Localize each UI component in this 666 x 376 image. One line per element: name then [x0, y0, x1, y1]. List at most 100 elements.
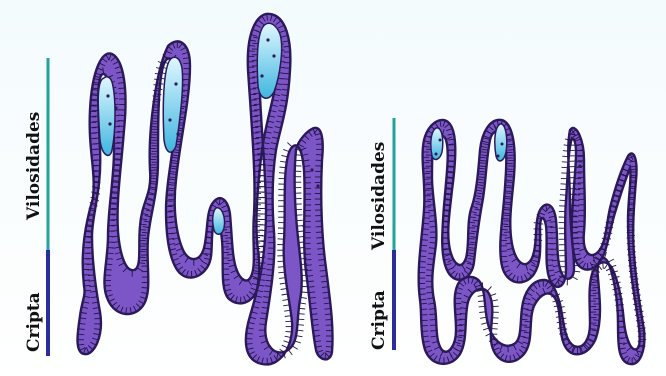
- cell-boundary: [84, 280, 90, 281]
- cell-boundary: [301, 258, 307, 259]
- cell-boundary: [505, 204, 511, 205]
- cell-boundary: [575, 184, 581, 185]
- cell-boundary: [153, 116, 159, 117]
- cell-boundary: [111, 198, 117, 199]
- cell-boundary: [480, 163, 486, 164]
- villi-label: Vilosidades: [24, 112, 44, 221]
- cell-boundary: [183, 85, 189, 86]
- cell-boundary: [115, 159, 121, 160]
- cell-boundary: [297, 220, 303, 221]
- cell-boundary: [573, 200, 579, 201]
- cell-boundary: [537, 224, 543, 225]
- villus-core-1: [98, 77, 115, 156]
- cell-boundary: [492, 329, 498, 330]
- cell-boundary: [619, 343, 625, 344]
- cell-boundary: [226, 243, 232, 244]
- cell-boundary: [423, 223, 429, 224]
- cell-boundary: [206, 232, 212, 233]
- cell-boundary: [638, 331, 644, 332]
- cell-boundary: [443, 210, 449, 211]
- cell-boundary: [151, 178, 157, 179]
- cell-boundary: [575, 178, 581, 179]
- cell-boundary: [252, 43, 258, 44]
- cell-boundary: [640, 328, 646, 329]
- cell-boundary: [298, 325, 304, 326]
- cell-boundary: [429, 221, 435, 222]
- cell-boundary: [478, 301, 484, 302]
- cell-boundary: [505, 198, 511, 199]
- cell-boundary: [169, 183, 175, 184]
- cell-boundary: [630, 257, 636, 258]
- cell-boundary: [420, 294, 426, 295]
- cell-boundary: [153, 90, 159, 91]
- cell-boundary: [480, 166, 486, 167]
- cell-boundary: [629, 203, 635, 204]
- cell-boundary: [259, 280, 265, 281]
- cell-boundary: [504, 208, 510, 209]
- cell-boundary: [249, 78, 255, 79]
- cell-boundary: [562, 156, 568, 157]
- cell-boundary: [446, 189, 452, 190]
- cell-boundary: [478, 174, 484, 175]
- cell-boundary: [317, 243, 323, 244]
- cell-boundary: [113, 182, 119, 183]
- cell-boundary: [426, 188, 432, 189]
- cell-boundary: [254, 216, 260, 217]
- cell-boundary: [267, 14, 268, 20]
- cell-boundary: [631, 263, 637, 264]
- cell-boundary: [93, 176, 99, 177]
- cell-boundary: [323, 298, 329, 299]
- cell-boundary: [630, 177, 636, 178]
- cell-boundary: [311, 308, 317, 309]
- cell-boundary: [492, 323, 498, 324]
- cell-boundary: [479, 182, 485, 183]
- cell-boundary: [504, 202, 510, 203]
- cell-boundary: [85, 285, 91, 286]
- cell-boundary: [424, 212, 430, 213]
- crypt-label: Cripta: [24, 292, 44, 352]
- cell-boundary: [168, 233, 174, 234]
- cell-boundary: [420, 256, 426, 257]
- cell-boundary: [114, 170, 120, 171]
- cell-boundary: [502, 224, 508, 225]
- cell-boundary: [112, 186, 118, 187]
- cell-boundary: [152, 127, 158, 128]
- cell-boundary: [522, 314, 528, 315]
- cell-boundary: [560, 318, 566, 319]
- cell-boundary: [428, 210, 434, 211]
- cell-boundary: [258, 246, 264, 247]
- cell-boundary: [574, 195, 580, 196]
- cell-boundary: [630, 197, 636, 198]
- cell-boundary: [468, 278, 469, 284]
- cell-boundary: [429, 216, 435, 217]
- cell-boundary: [468, 250, 474, 251]
- cell-boundary: [560, 195, 566, 196]
- cell-boundary: [247, 344, 253, 345]
- cell-boundary: [299, 242, 305, 243]
- cell-boundary: [506, 193, 512, 194]
- cell-boundary: [502, 229, 508, 230]
- cell-boundary: [507, 182, 513, 183]
- cell-boundary: [167, 195, 173, 196]
- cell-boundary: [107, 259, 113, 260]
- cell-boundary: [110, 209, 116, 210]
- cell-boundary: [426, 270, 432, 271]
- cell-boundary: [629, 271, 635, 272]
- cell-boundary: [506, 186, 512, 187]
- cell-boundary: [629, 265, 635, 266]
- cell-boundary: [325, 314, 331, 315]
- cell-boundary: [324, 309, 330, 310]
- cell-boundary: [445, 205, 451, 206]
- cell-boundary: [219, 199, 220, 205]
- cell-boundary: [573, 243, 579, 244]
- cell-boundary: [445, 200, 451, 201]
- cell-boundary: [590, 329, 596, 330]
- cell-boundary: [423, 229, 429, 230]
- cell-boundary: [504, 210, 510, 211]
- cell-boundary: [126, 308, 127, 314]
- cell-boundary: [628, 254, 634, 255]
- cell-boundary: [447, 172, 453, 173]
- cell-boundary: [301, 264, 307, 265]
- cell-boundary: [592, 288, 598, 289]
